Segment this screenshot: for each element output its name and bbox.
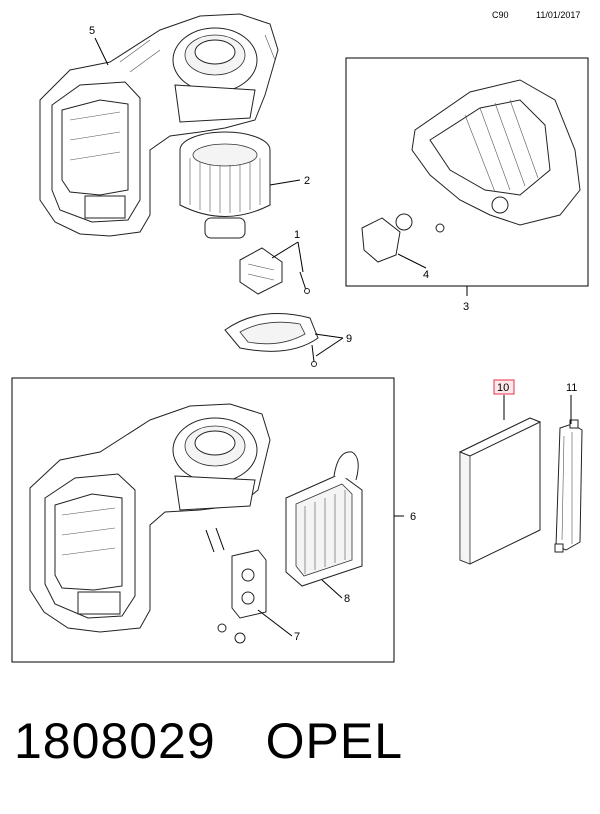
callout-7: 7	[294, 631, 300, 643]
callout-2: 2	[304, 175, 310, 187]
hvac-module-lower[interactable]	[411, 79, 581, 226]
callout-10: 10	[497, 382, 509, 394]
callout-box-6	[11, 377, 395, 663]
callout-6: 6	[410, 511, 416, 523]
callout-10-highlight	[493, 379, 515, 395]
filter-cover[interactable]	[554, 419, 583, 553]
blower-motor[interactable]	[179, 131, 301, 239]
part-footer: 1808029 OPEL	[14, 712, 403, 770]
expansion-valve[interactable]	[205, 527, 267, 644]
callout-9: 9	[346, 333, 352, 345]
callout-5: 5	[89, 25, 95, 37]
blower-seal[interactable]	[224, 313, 319, 367]
cabin-air-filter[interactable]	[458, 417, 542, 565]
resistor-screw[interactable]	[299, 271, 310, 294]
parts-diagram: 2 5 1 4 3 9	[11, 13, 589, 663]
brand-name: OPEL	[265, 713, 404, 769]
callout-3: 3	[463, 301, 469, 313]
callout-8: 8	[344, 593, 350, 605]
diagram-date: 11/01/2017	[536, 10, 581, 20]
hvac-housing-assembly[interactable]	[29, 403, 271, 633]
hvac-housing-upper[interactable]	[39, 13, 279, 237]
evaporator[interactable]	[285, 451, 363, 587]
callout-1: 1	[294, 229, 300, 241]
part-number: 1808029	[14, 713, 216, 769]
blower-resistor[interactable]	[239, 247, 283, 295]
actuator[interactable]	[361, 213, 445, 263]
diagram-code: C90	[492, 10, 509, 20]
callout-4: 4	[423, 269, 429, 281]
callout-11: 11	[566, 382, 577, 394]
